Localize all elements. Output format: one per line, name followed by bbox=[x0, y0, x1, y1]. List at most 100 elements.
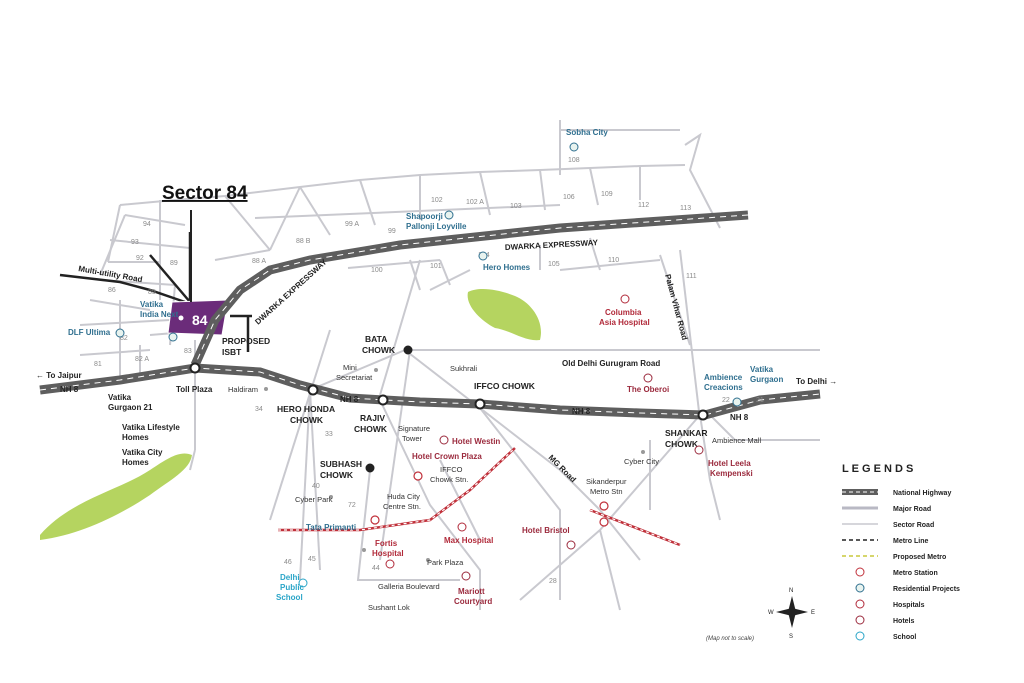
svg-text:101: 101 bbox=[430, 263, 442, 270]
svg-text:92: 92 bbox=[136, 255, 144, 262]
rajiv-chowk-node bbox=[377, 394, 389, 406]
green-area-west bbox=[40, 453, 192, 540]
svg-text:E: E bbox=[811, 610, 815, 616]
legend-item: National Highway bbox=[893, 490, 951, 497]
svg-text:109: 109 bbox=[601, 191, 613, 198]
svg-text:110: 110 bbox=[608, 257, 619, 264]
major-roads bbox=[59, 232, 252, 352]
oberoi-label: The Oberoi bbox=[627, 385, 669, 394]
compass-icon: N S E W bbox=[768, 588, 815, 640]
page-title: Sector 84 bbox=[162, 183, 248, 204]
svg-text:28: 28 bbox=[549, 578, 557, 585]
svg-text:22: 22 bbox=[722, 397, 730, 404]
svg-text:34: 34 bbox=[255, 406, 263, 413]
ambience-mall-label: Ambience Mall bbox=[712, 436, 762, 445]
svg-text:93: 93 bbox=[131, 239, 139, 246]
hero-honda-node bbox=[307, 384, 319, 396]
legend-item: Residential Projects bbox=[893, 586, 960, 593]
svg-text:111: 111 bbox=[686, 273, 697, 280]
palam-vihar-road-label: Palam Vihar Road bbox=[663, 273, 689, 341]
crown-plaza-label: Hotel Crown Plaza bbox=[412, 452, 482, 461]
legend-item: Hospitals bbox=[893, 602, 925, 609]
shankar-chowk-node bbox=[697, 409, 709, 421]
galleria-label: Galleria Boulevard bbox=[378, 582, 440, 591]
svg-text:82 A: 82 A bbox=[135, 356, 149, 363]
nh8-highway bbox=[39, 363, 821, 420]
svg-text:105: 105 bbox=[548, 261, 560, 268]
sector-84-badge: 84 bbox=[192, 312, 208, 328]
legend-item: Metro Line bbox=[893, 538, 928, 545]
sushant-lok-label: Sushant Lok bbox=[368, 603, 410, 612]
svg-text:33: 33 bbox=[325, 431, 333, 438]
svg-text:113: 113 bbox=[680, 205, 691, 212]
sobha-city-label: Sobha City bbox=[566, 128, 608, 137]
svg-text:N: N bbox=[789, 588, 793, 594]
hotel-markers bbox=[439, 373, 704, 581]
legend-item: Hotels bbox=[893, 618, 915, 625]
svg-text:102 A: 102 A bbox=[466, 199, 484, 206]
svg-text:45: 45 bbox=[308, 556, 316, 563]
svg-text:83: 83 bbox=[184, 348, 192, 355]
legend-item: School bbox=[893, 634, 916, 641]
nh8-label-2: NH 8 bbox=[340, 395, 359, 404]
metro-station-markers bbox=[370, 471, 609, 527]
svg-text:40: 40 bbox=[312, 483, 320, 490]
nh8-label-3: NH 8 bbox=[572, 407, 591, 416]
chowk-nodes bbox=[189, 345, 709, 473]
to-jaipur-label: ← To Jaipur bbox=[36, 371, 82, 380]
legend-title: L E G E N D S bbox=[842, 463, 913, 475]
nh8-label-1: NH 8 bbox=[60, 385, 79, 394]
mg-road-label: MG Road bbox=[547, 453, 578, 484]
svg-text:88 B: 88 B bbox=[296, 238, 311, 245]
svg-text:W: W bbox=[768, 610, 774, 616]
school-marker bbox=[298, 578, 308, 588]
svg-text:88 A: 88 A bbox=[252, 258, 266, 265]
svg-text:99: 99 bbox=[388, 228, 396, 235]
dwarka-expressway-label-1: DWARKA EXPRESSWAY bbox=[505, 238, 599, 252]
svg-text:82: 82 bbox=[120, 335, 128, 342]
legend-item: Sector Road bbox=[893, 522, 934, 529]
iffco-chowk-label: IFFCO CHOWK bbox=[474, 381, 536, 391]
bristol-label: Hotel Bristol bbox=[522, 526, 570, 535]
svg-text:44: 44 bbox=[372, 565, 380, 572]
svg-text:112: 112 bbox=[638, 202, 649, 209]
svg-text:21: 21 bbox=[756, 397, 764, 404]
legend: L E G E N D S National Highway Major Roa… bbox=[842, 463, 960, 641]
dlf-ultima-label: DLF Ultima bbox=[68, 328, 111, 337]
legend-symbols bbox=[842, 489, 878, 641]
svg-text:102: 102 bbox=[431, 197, 443, 204]
sector-roads bbox=[79, 120, 820, 611]
svg-text:85: 85 bbox=[148, 289, 156, 296]
to-delhi-label: To Delhi → bbox=[796, 377, 837, 386]
green-area-central bbox=[467, 289, 541, 341]
svg-text:100: 100 bbox=[371, 267, 383, 274]
haldiram-label: Haldiram bbox=[228, 385, 258, 394]
cyber-park-label: Cyber Park bbox=[295, 495, 333, 504]
sector-numbers: 94 93 92 89 86 85 88 B 88 A 99 A 99 100 … bbox=[94, 157, 764, 585]
legend-item: Major Road bbox=[893, 506, 931, 513]
tata-primanti-label: Tata Primanti bbox=[306, 523, 356, 532]
svg-text:106: 106 bbox=[563, 194, 575, 201]
svg-text:103: 103 bbox=[510, 203, 522, 210]
svg-text:89: 89 bbox=[170, 260, 178, 267]
svg-text:81: 81 bbox=[94, 361, 102, 368]
svg-text:94: 94 bbox=[143, 221, 151, 228]
